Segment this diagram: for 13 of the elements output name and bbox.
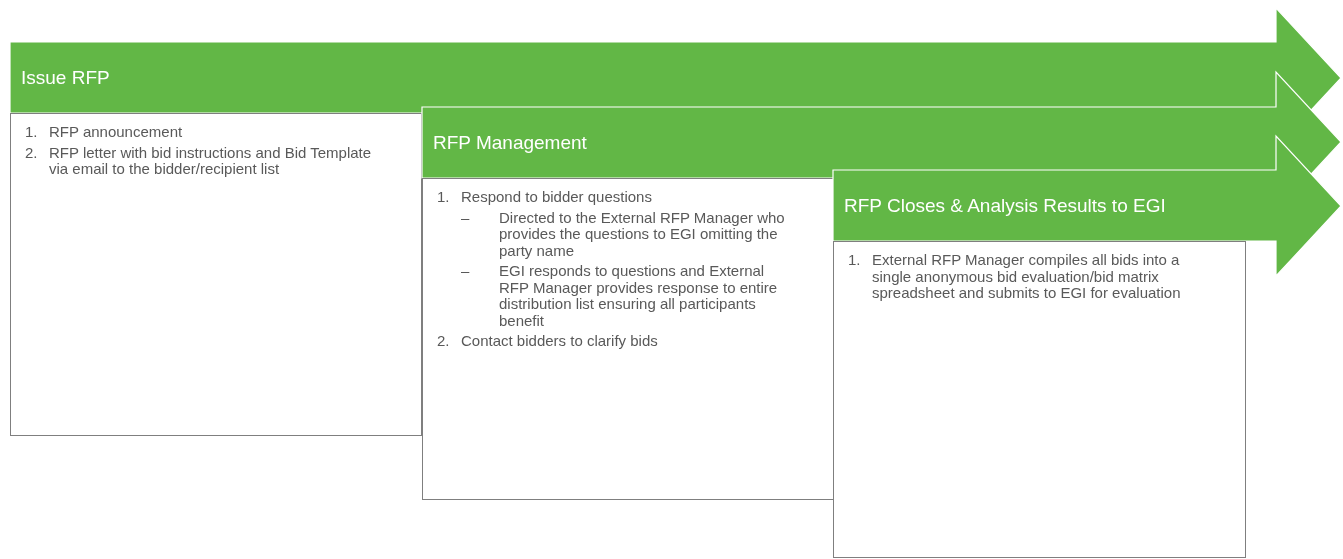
stage-title: RFP Closes & Analysis Results to EGI: [844, 194, 1166, 217]
list-item: 2. RFP letter with bid instructions and Bid Template via email to the bidder/recipient list: [25, 144, 373, 178]
list-item: 2. Contact bidders to clarify bids: [437, 333, 659, 350]
details-card: [10, 113, 422, 436]
details-card: [422, 178, 834, 500]
list-item: – Directed to the External RFP Manager who provides the questions to EGI omitting the party name: [461, 209, 786, 259]
stage-title: RFP Management: [433, 131, 587, 154]
list-item: – EGI responds to questions and External RFP Manager provides response to entire distribution list ensuring all participants benefit: [461, 263, 779, 329]
details-card: [833, 241, 1246, 558]
list-item: 1. External RFP Manager compiles all bids into a single anonymous bid evaluation/bid matrix spreadsheet and submits to EGI for evaluation: [848, 252, 1182, 302]
list-item: 1. Respond to bidder questions: [437, 189, 653, 206]
stage-title: Issue RFP: [21, 66, 110, 89]
list-item: 1. RFP announcement: [25, 124, 184, 141]
